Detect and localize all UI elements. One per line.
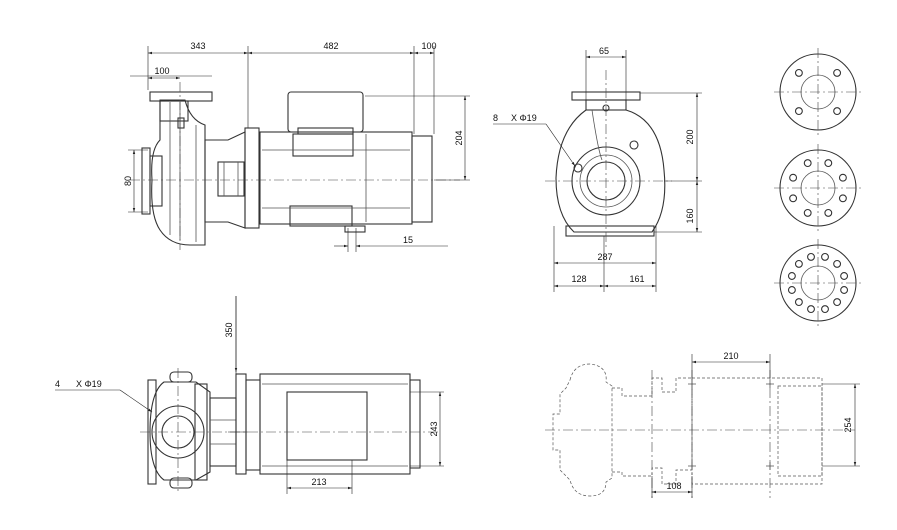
bolt-hole: [807, 252, 815, 261]
dim-108: 108: [666, 481, 681, 491]
flange-4-holes: [774, 48, 862, 136]
dim-343: 343: [190, 41, 205, 51]
dim-350: 350: [224, 322, 234, 337]
bolt-hole: [794, 298, 803, 307]
dim-200: 200: [685, 129, 695, 144]
holes-dia-19: X Φ19: [511, 113, 537, 123]
side-view: 65 8 X Φ19 200 160 287 128 161: [493, 46, 702, 292]
bolt-hole: [821, 305, 829, 314]
volute-casing: [555, 109, 666, 233]
flange-12-holes: [774, 239, 862, 327]
top-casing: [149, 381, 211, 481]
motor-fan-cover: [411, 135, 433, 223]
dim-160: 160: [685, 208, 695, 223]
top-motor-flange: [235, 373, 247, 475]
support-foot: [565, 225, 655, 237]
motor-foot: [289, 205, 353, 227]
bolt-hole: [807, 305, 815, 314]
inlet-flange: [141, 147, 151, 215]
bolt-hole: [787, 286, 796, 294]
dim-482: 482: [323, 41, 338, 51]
bolt-hole: [789, 173, 798, 182]
dim-128: 128: [571, 274, 586, 284]
dim-100-top: 100: [421, 41, 436, 51]
dim-80: 80: [123, 176, 133, 186]
dim-210: 210: [723, 351, 738, 361]
bolt-hole: [803, 208, 812, 217]
front-view: 343 482 100 100 204 80 15: [123, 41, 470, 252]
bolt-hole: [789, 194, 798, 203]
dim-15: 15: [403, 235, 413, 245]
bolt-hole: [803, 159, 812, 168]
base-pump-outline: [552, 363, 613, 497]
bolt-hole: [824, 159, 833, 168]
base-motor-outline: [691, 377, 823, 485]
bolt-hole: [833, 298, 842, 307]
holes-count-4: 4: [55, 379, 60, 389]
outlet-neck: [159, 100, 189, 122]
dim-100-inlet: 100: [154, 66, 169, 76]
motor-flange: [244, 127, 260, 229]
dim-254: 254: [843, 417, 853, 432]
bolt-hole: [824, 208, 833, 217]
bolt-hole: [794, 107, 803, 116]
motor-body: [259, 131, 413, 225]
bolt-hole: [833, 259, 842, 268]
dim-213: 213: [311, 477, 326, 487]
dim-243: 243: [429, 421, 439, 436]
flange-variants: [774, 48, 862, 327]
bolt-hole: [794, 259, 803, 268]
top-motor-body: [259, 373, 411, 475]
dim-65: 65: [599, 46, 609, 56]
motor-terminal-box: [287, 91, 364, 133]
holes-count-8: 8: [493, 113, 498, 123]
bolt-hole: [833, 68, 842, 77]
bolt-hole: [787, 272, 796, 280]
dim-204: 204: [454, 130, 464, 145]
top-terminal-box: [286, 391, 368, 461]
coupling: [217, 161, 245, 197]
bolt-hole: [821, 252, 829, 261]
dim-161: 161: [629, 274, 644, 284]
top-view: 4 X Φ19 350 243 213: [55, 296, 444, 494]
holes-dia-19-top: X Φ19: [76, 379, 102, 389]
bolt-hole: [833, 107, 842, 116]
base-view: 210 254 108: [545, 351, 860, 498]
bolt-hole: [840, 286, 849, 294]
inlet-neck: [149, 155, 163, 207]
pump-casing: [151, 99, 206, 246]
dim-287: 287: [597, 252, 612, 262]
bolt-hole: [794, 68, 803, 77]
bolt-hole: [840, 272, 849, 280]
bolt-hole: [838, 173, 847, 182]
flange-8-holes: [774, 144, 862, 232]
bolt-hole: [838, 194, 847, 203]
